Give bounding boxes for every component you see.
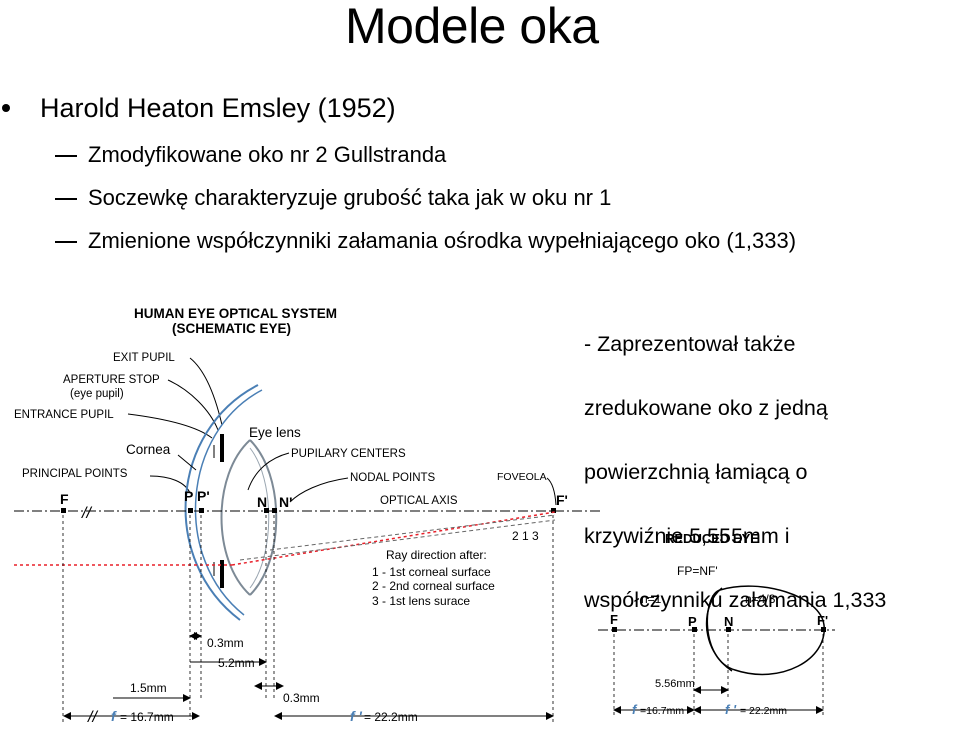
- leader-aperture-stop: [167, 379, 219, 431]
- bullet-dot-icon: [2, 104, 10, 112]
- ray-legend-1: 1 - 1st corneal surface: [372, 565, 491, 579]
- schematic-heading-2: (SCHEMATIC EYE): [172, 321, 291, 336]
- label-exit-pupil: EXIT PUPIL: [113, 352, 175, 364]
- reduced-marker-F-prime: [821, 627, 826, 632]
- leader-principal-points: [149, 475, 191, 494]
- fp-value: = 22.2mm: [364, 710, 418, 724]
- marker-P: [188, 508, 193, 513]
- cornea-inner: [194, 389, 263, 616]
- point-F: F: [60, 491, 69, 507]
- reduced-marker-N: [726, 627, 731, 632]
- reduced-fp-nf: FP=NF': [677, 564, 718, 578]
- sub-item-2: Soczewkę charakteryzuje grubość taka jak…: [88, 185, 612, 210]
- eye-lens-front: [220, 439, 251, 596]
- schematic-heading-1: HUMAN EYE OPTICAL SYSTEM: [134, 306, 337, 321]
- axis-break-1: //: [81, 505, 92, 522]
- point-N-prime: N': [279, 494, 292, 510]
- label-pupilary-centers: PUPILARY CENTERS: [291, 448, 406, 460]
- note-line: - Zaprezentował także: [584, 332, 796, 356]
- ray-3: [269, 514, 556, 551]
- reduced-eye-note: - Zaprezentował także zredukowane oko z …: [584, 296, 960, 648]
- dash-icon: [55, 155, 77, 157]
- reduced-heading: REDUCED EYE: [665, 531, 759, 546]
- dim-03a: 0.3mm: [207, 636, 244, 650]
- reduced-f-label: f: [632, 702, 638, 717]
- ray-legend-2: 2 - 2nd corneal surface: [372, 579, 495, 593]
- label-eye-pupil: (eye pupil): [70, 388, 124, 400]
- reduced-fp-value: = 22.2mm: [740, 705, 787, 717]
- label-entrance-pupil: ENTRANCE PUPIL: [14, 409, 114, 421]
- label-foveola: FOVEOLA: [497, 471, 547, 483]
- leader-pupilary: [247, 452, 290, 491]
- dash-icon: [55, 241, 77, 243]
- leader-entrance-pupil: [127, 413, 213, 439]
- eye-lens-inner: [249, 447, 270, 589]
- ray-heading: Ray direction after:: [386, 548, 487, 562]
- point-N: N: [257, 494, 267, 510]
- reduced-n43: n=4/3: [745, 592, 776, 606]
- leader-exit-pupil: [189, 357, 223, 426]
- ray-red-refracted: [231, 511, 556, 566]
- point-P-prime: P': [197, 488, 210, 504]
- marker-F: [61, 508, 66, 513]
- reduced-cornea: [705, 587, 733, 672]
- sub-item-1: Zmodyfikowane oko nr 2 Gullstranda: [88, 142, 447, 167]
- f-label: f: [111, 708, 117, 724]
- marker-N-prime: [272, 508, 277, 513]
- note-line: współczynniku załamania 1,333: [584, 588, 887, 612]
- reduced-f-value: =16.7mm: [640, 705, 684, 717]
- dim-03b: 0.3mm: [283, 691, 320, 705]
- cornea-outer: [184, 384, 259, 621]
- eye-lens-back: [249, 439, 278, 596]
- leader-foveola: [546, 477, 557, 506]
- reduced-marker-F: [612, 627, 617, 632]
- label-aperture-stop: APERTURE STOP: [63, 374, 160, 386]
- label-optical-axis: OPTICAL AXIS: [380, 495, 458, 507]
- dash-icon: [55, 198, 77, 200]
- reduced-dim-556: 5.56mm: [655, 678, 695, 690]
- label-eye-lens: Eye lens: [249, 425, 301, 440]
- dim-15: 1.5mm: [130, 681, 167, 695]
- ray-2: [239, 519, 556, 561]
- slide-title: Modele oka: [345, 0, 599, 54]
- note-line: krzywiźnie 5,555mm i: [584, 524, 790, 548]
- point-F-prime: F': [556, 492, 568, 508]
- sub-item-3: Zmienione współczynniki załamania ośrodk…: [88, 228, 797, 253]
- marker-N: [264, 508, 269, 513]
- fp-label: f ': [350, 708, 363, 724]
- label-nodal-points: NODAL POINTS: [350, 472, 436, 484]
- reduced-point-P: P: [688, 614, 697, 629]
- label-cornea: Cornea: [126, 442, 171, 457]
- f-value: = 16.7mm: [120, 710, 174, 724]
- note-line: zredukowane oko z jedną: [584, 396, 828, 420]
- dim-52: 5.2mm: [218, 656, 255, 670]
- iris-bottom: [220, 560, 224, 588]
- point-P: P: [184, 488, 193, 504]
- ray-legend-3: 3 - 1st lens surace: [372, 594, 470, 608]
- note-line: powierzchnią łamiącą o: [584, 460, 808, 484]
- bullet-text: Harold Heaton Emsley (1952): [40, 93, 396, 123]
- reduced-point-N: N: [724, 614, 733, 629]
- label-principal-points: PRINCIPAL POINTS: [22, 468, 128, 480]
- marker-F-prime: [551, 508, 556, 513]
- reduced-point-F: F: [610, 612, 618, 627]
- iris-top: [220, 434, 224, 462]
- leader-nodal: [289, 477, 349, 503]
- cornea-leader: [177, 454, 197, 471]
- reduced-point-F-prime: F': [817, 613, 828, 628]
- marker-P-prime: [199, 508, 204, 513]
- axis-break-2: //: [87, 709, 98, 726]
- reduced-marker-P: [692, 627, 697, 632]
- reduced-fp-label: f ': [725, 702, 737, 717]
- reduced-eye-globe: [706, 585, 825, 676]
- reduced-n1: n=1: [641, 592, 662, 606]
- ray-number-labels: 2 1 3: [512, 529, 539, 543]
